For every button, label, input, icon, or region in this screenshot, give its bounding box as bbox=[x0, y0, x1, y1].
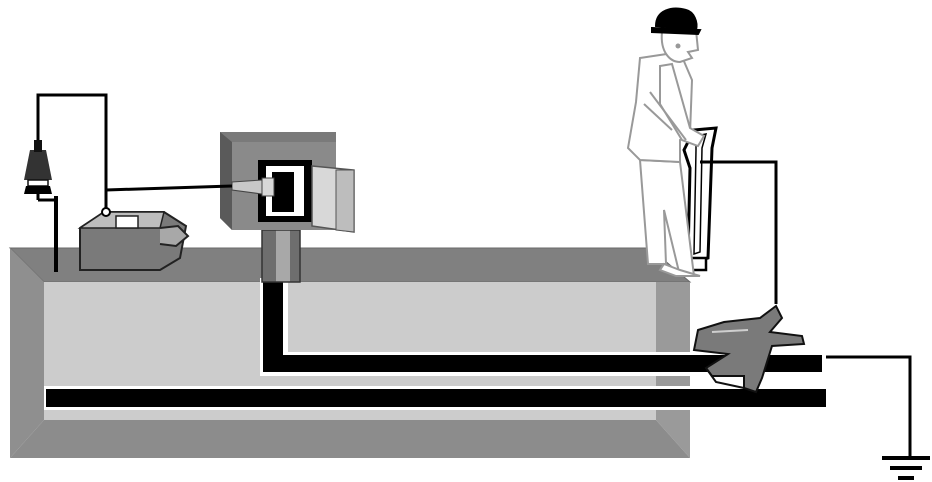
locator-wand-icon bbox=[684, 128, 776, 304]
ground-bottom-face bbox=[10, 420, 690, 458]
lower-cable bbox=[46, 389, 826, 407]
power-cord bbox=[38, 95, 106, 212]
earth-ground-icon bbox=[826, 357, 930, 478]
signal-clamp-icon bbox=[694, 306, 804, 392]
